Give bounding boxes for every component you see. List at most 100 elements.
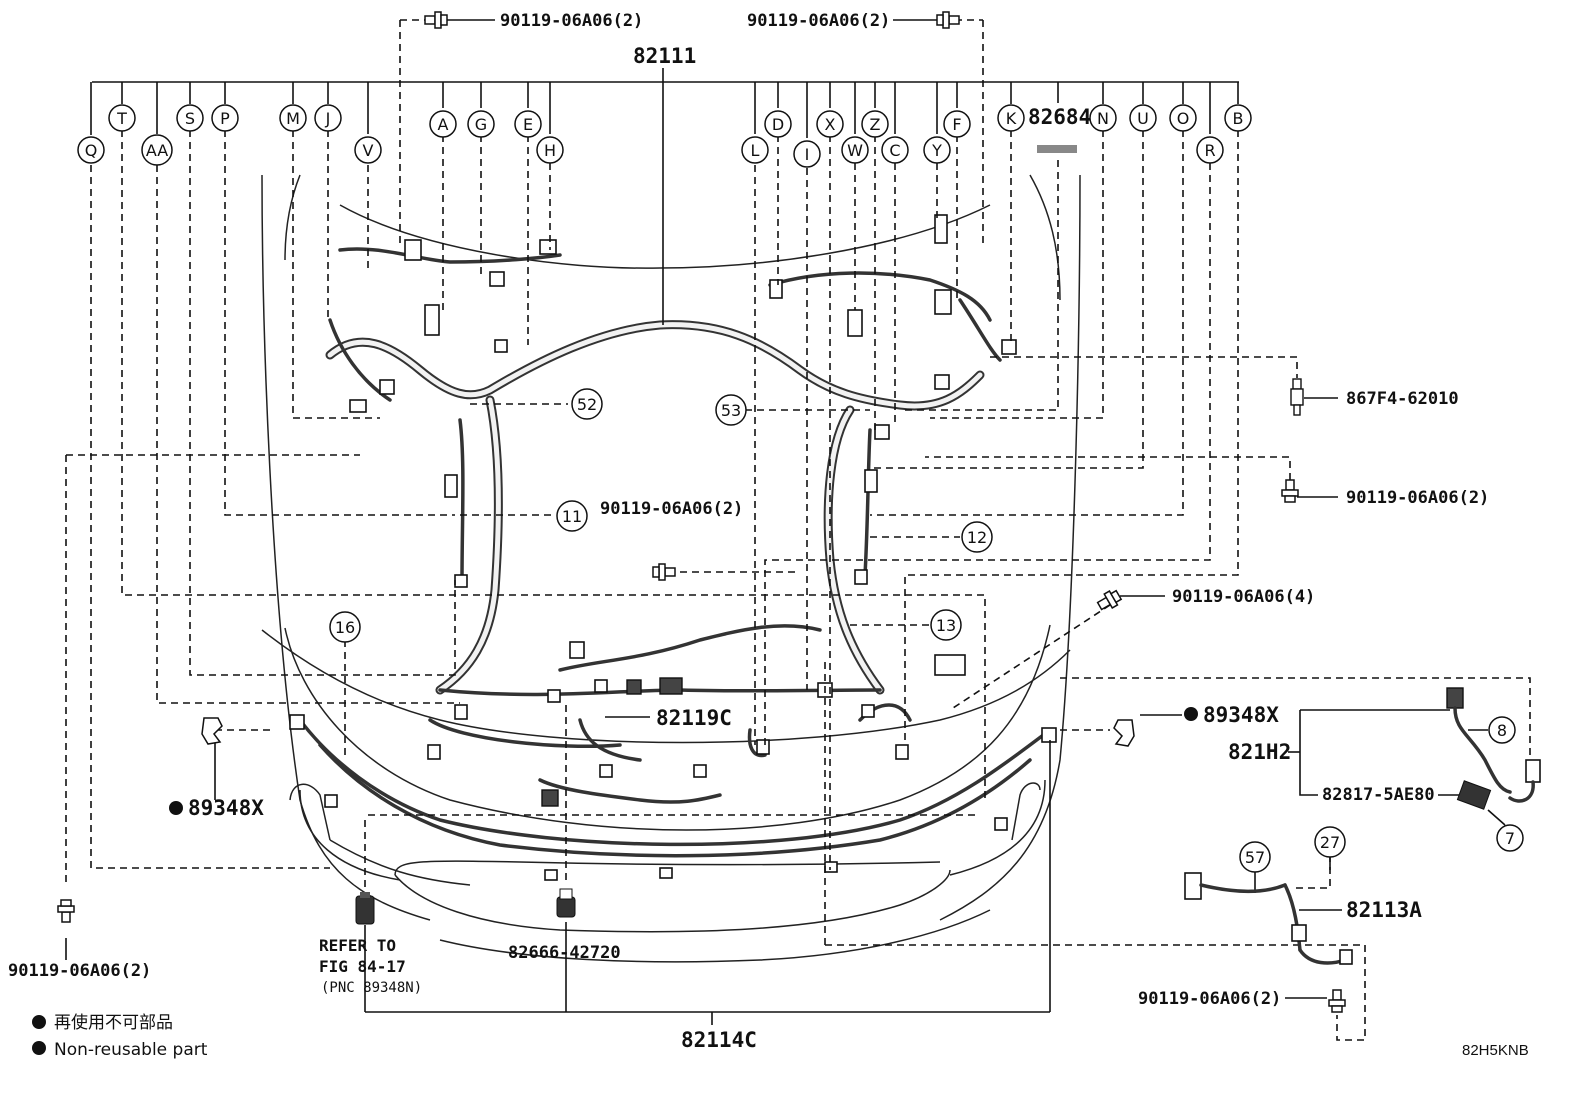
callout-l: L (741, 136, 769, 164)
callout-a-text: A (438, 115, 449, 134)
callout-r: R (1196, 136, 1224, 164)
callout-h: H (536, 136, 564, 164)
callout-27-circle (1314, 826, 1346, 858)
callout-v: V (354, 136, 382, 164)
callout-13-circle (930, 609, 962, 641)
callout-z: Z (861, 110, 889, 138)
callout-i-circle (793, 140, 821, 168)
callout-i-text: I (805, 145, 810, 164)
callout-l-circle (741, 136, 769, 164)
callout-c-circle (881, 136, 909, 164)
callout-7: 7 (1496, 824, 1524, 852)
callout-v-text: V (363, 141, 374, 160)
callout-m: M (279, 104, 307, 132)
callout-z-text: Z (870, 115, 881, 134)
part-label-bolt-right-4: 90119-06A06(4) (1172, 587, 1315, 607)
callout-c: C (881, 136, 909, 164)
callout-t-text: T (116, 109, 127, 128)
callout-g-circle (467, 110, 495, 138)
callout-27-text: 27 (1320, 833, 1340, 852)
callout-53: 53 (715, 394, 747, 426)
callout-f: F (943, 110, 971, 138)
callout-q: Q (77, 136, 105, 164)
part-label-82119c: 82119C (656, 706, 732, 730)
bolt-icon (1281, 479, 1299, 503)
callout-i: I (793, 140, 821, 168)
non-reusable-marker-icon (1184, 707, 1198, 721)
callout-a-circle (429, 110, 457, 138)
callout-s: S (176, 104, 204, 132)
callout-w: W (841, 136, 869, 164)
callout-aa-text: AA (146, 141, 168, 160)
callout-52-circle (571, 388, 603, 420)
part-label-89348x-right: 89348X (1203, 703, 1279, 727)
callout-d-circle (764, 110, 792, 138)
part-label-bolt-center: 90119-06A06(2) (600, 499, 743, 519)
callout-k-text: K (1006, 109, 1017, 128)
fasteners (57, 11, 1541, 1013)
non-reusable-marker-icon (169, 801, 183, 815)
vehicle-body-outline (261, 174, 1081, 963)
bolt-icon (424, 11, 448, 29)
callout-x-text: X (825, 115, 836, 134)
callout-52: 52 (571, 388, 603, 420)
callout-s-circle (176, 104, 204, 132)
part-label-bolt-bottom-left: 90119-06A06(2) (8, 961, 151, 981)
callout-57-text: 57 (1245, 848, 1265, 867)
callout-a: A (429, 110, 457, 138)
part-label-82684: 82684 (1028, 105, 1091, 129)
callout-12: 12 (961, 521, 993, 553)
callout-p-circle (211, 104, 239, 132)
callout-w-circle (841, 136, 869, 164)
clip-icon (1113, 719, 1135, 747)
callout-y-circle (923, 136, 951, 164)
callout-o: O (1169, 104, 1197, 132)
callout-13: 13 (930, 609, 962, 641)
part-label-82111: 82111 (633, 44, 696, 68)
callout-u-text: U (1137, 109, 1149, 128)
callout-v-circle (354, 136, 382, 164)
callout-53-circle (715, 394, 747, 426)
reference-note-line1: REFER TO (319, 936, 396, 955)
callout-s-text: S (185, 109, 195, 128)
callout-e: E (514, 110, 542, 138)
callout-h-text: H (544, 141, 556, 160)
callout-t-circle (108, 104, 136, 132)
clip-icon (1290, 378, 1304, 416)
reference-note-line2: FIG 84-17 (319, 957, 406, 976)
callout-d-text: D (772, 115, 784, 134)
callout-n-circle (1089, 104, 1117, 132)
callout-7-text: 7 (1505, 829, 1515, 848)
callout-11: 11 (556, 500, 588, 532)
callout-t: T (108, 104, 136, 132)
callout-8-text: 8 (1497, 721, 1507, 740)
callout-n-text: N (1097, 109, 1109, 128)
callout-b-circle (1224, 104, 1252, 132)
part-label-bolt-right-mid: 90119-06A06(2) (1346, 488, 1489, 508)
callout-57-circle (1239, 841, 1271, 873)
callout-52-text: 52 (577, 395, 597, 414)
callout-f-text: F (952, 115, 961, 134)
callout-12-text: 12 (967, 528, 987, 547)
callout-57: 57 (1239, 841, 1271, 873)
legend-text-cn: 再使用不可部品 (54, 1012, 173, 1033)
figure-code: 82H5KNB (1462, 1042, 1529, 1059)
part-label-82817: 82817-5AE80 (1322, 785, 1435, 805)
callout-8: 8 (1488, 716, 1516, 744)
callout-53-text: 53 (721, 401, 741, 420)
part-label-bolt-top-left: 90119-06A06(2) (500, 11, 643, 31)
callout-g: G (467, 110, 495, 138)
callout-m-text: M (286, 109, 300, 128)
callout-c-text: C (889, 141, 900, 160)
legend: 再使用不可部品 Non-reusable part (32, 1012, 208, 1060)
leader-lines (65, 19, 1531, 1041)
callout-p-text: P (220, 109, 230, 128)
callout-12-circle (961, 521, 993, 553)
part-label-82666: 82666-42720 (508, 943, 621, 963)
callout-b-text: B (1233, 109, 1244, 128)
callout-16-circle (329, 611, 361, 643)
sub-harness-82113a (1184, 872, 1353, 965)
callout-y: Y (923, 136, 951, 164)
